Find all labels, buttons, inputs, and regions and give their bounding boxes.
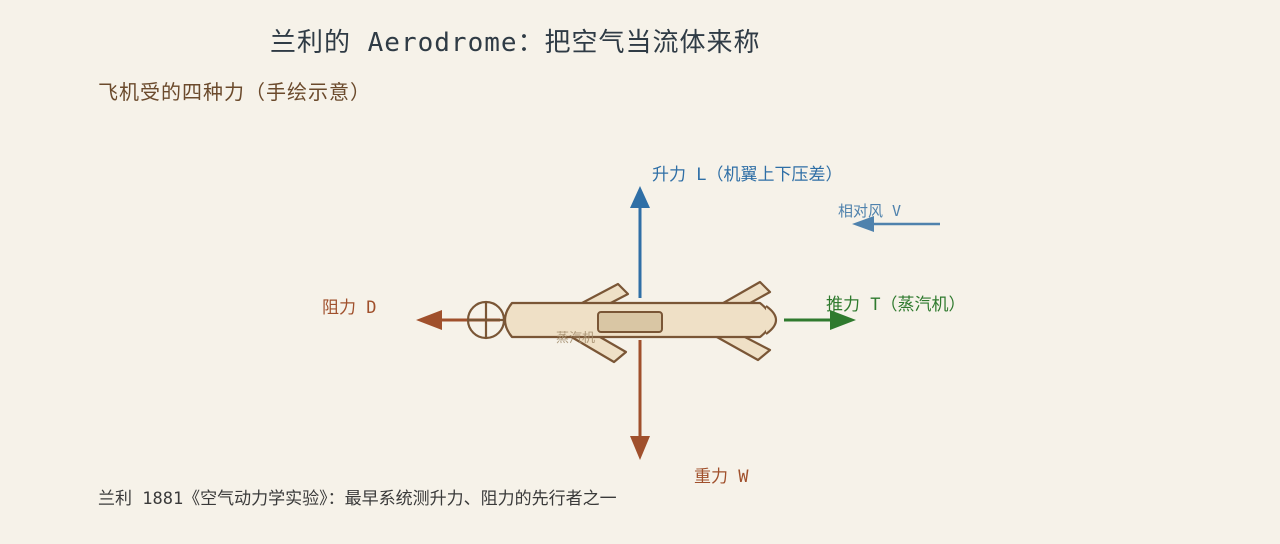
page-title: 兰利的 Aerodrome：把空气当流体来称 [270, 28, 761, 58]
thrust-arrow [784, 310, 856, 330]
relative-wind-arrow [852, 216, 940, 232]
lift-label: 升力 L（机翼上下压差） [652, 165, 843, 185]
relative-wind-label: 相对风 V [838, 202, 902, 220]
aerodrome-aircraft [466, 280, 778, 364]
steam-engine-box [597, 311, 663, 333]
footer-note: 兰利 1881《空气动力学实验》：最早系统测升力、阻力的先行者之一 [98, 489, 617, 509]
weight-label: 重力 W [694, 467, 749, 487]
rear-propeller [466, 300, 506, 340]
drag-label: 阻力 D [322, 298, 377, 318]
lift-arrow [630, 186, 650, 298]
steam-engine-label: 蒸汽机 [556, 331, 596, 346]
thrust-label: 推力 T（蒸汽机） [826, 295, 966, 315]
nose-cone [765, 305, 778, 335]
weight-arrow [630, 340, 650, 460]
diagram-subtitle: 飞机受的四种力（手绘示意） [98, 80, 371, 104]
